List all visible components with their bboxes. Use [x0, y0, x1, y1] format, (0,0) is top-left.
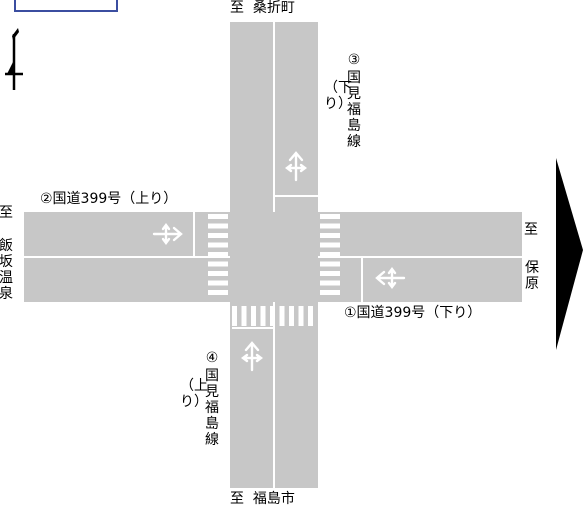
crosswalk-stripe: [289, 306, 294, 326]
crosswalk-stripe: [260, 306, 266, 326]
north-dest-name: 桑折町: [252, 0, 295, 16]
approach-4-name: 国見福島線: [205, 368, 219, 448]
crosswalk-stripe: [320, 261, 340, 267]
approach-3-name: 国見福島線: [347, 70, 361, 150]
crosswalk-west: [208, 214, 228, 295]
east-dest-prefix: 至: [524, 222, 538, 238]
crosswalk-east: [320, 214, 340, 295]
crosswalk-stripe: [308, 306, 313, 326]
west-dest-prefix: 至: [0, 205, 13, 221]
approach-1-label: ①国道399号（下り）: [344, 305, 482, 321]
south-dest-name: 福島市: [252, 491, 295, 507]
crosswalk-stripe: [270, 306, 275, 326]
east-lane-arrow-icon: [375, 267, 406, 289]
crosswalk-stripe: [298, 306, 304, 326]
north-lane-arrow-icon: [285, 151, 307, 182]
west-lane-arrow-icon: [152, 223, 183, 245]
crosswalk-stripe: [208, 261, 228, 267]
approach-2-label: ②国道399号（上り）: [40, 191, 178, 207]
crosswalk-stripe: [208, 271, 228, 276]
south-lane-arrow-icon: [241, 341, 263, 372]
crosswalk-south: [232, 306, 313, 326]
crosswalk-stripe: [208, 252, 228, 257]
south-destination: 至 福島市: [230, 491, 295, 507]
west-dest-name: 飯坂温泉: [0, 238, 13, 302]
north-destination: 至 桑折町: [230, 0, 295, 16]
crosswalk-stripe: [208, 242, 228, 248]
crosswalk-stripe: [320, 233, 340, 238]
crosswalk-stripe: [320, 242, 340, 248]
crosswalk-stripe: [320, 223, 340, 229]
triangle-right-icon[interactable]: [556, 158, 583, 350]
crosswalk-stripe: [208, 280, 228, 286]
approach-3-direction: （下り）: [324, 80, 352, 112]
crosswalk-stripe: [208, 223, 228, 229]
crosswalk-stripe: [208, 214, 228, 219]
crosswalk-stripe: [320, 290, 340, 295]
crosswalk-stripe: [208, 233, 228, 238]
crosswalk-stripe: [241, 306, 247, 326]
crosswalk-stripe: [232, 306, 237, 326]
crosswalk-stripe: [251, 306, 256, 326]
approach-4-direction: （上り）: [180, 378, 208, 410]
crosswalk-stripe: [279, 306, 285, 326]
crosswalk-stripe: [320, 214, 340, 219]
east-dest-name: 保原: [525, 260, 539, 292]
crosswalk-stripe: [320, 271, 340, 276]
south-dest-prefix: 至: [230, 491, 244, 507]
crosswalk-stripe: [320, 252, 340, 257]
crosswalk-stripe: [320, 280, 340, 286]
approach-3-number: ③: [347, 52, 361, 68]
legend-box: [14, 0, 118, 12]
approach-4-number: ④: [205, 350, 219, 366]
north-arrow-icon: [5, 28, 23, 90]
crosswalk-stripe: [208, 290, 228, 295]
north-dest-prefix: 至: [230, 0, 244, 16]
